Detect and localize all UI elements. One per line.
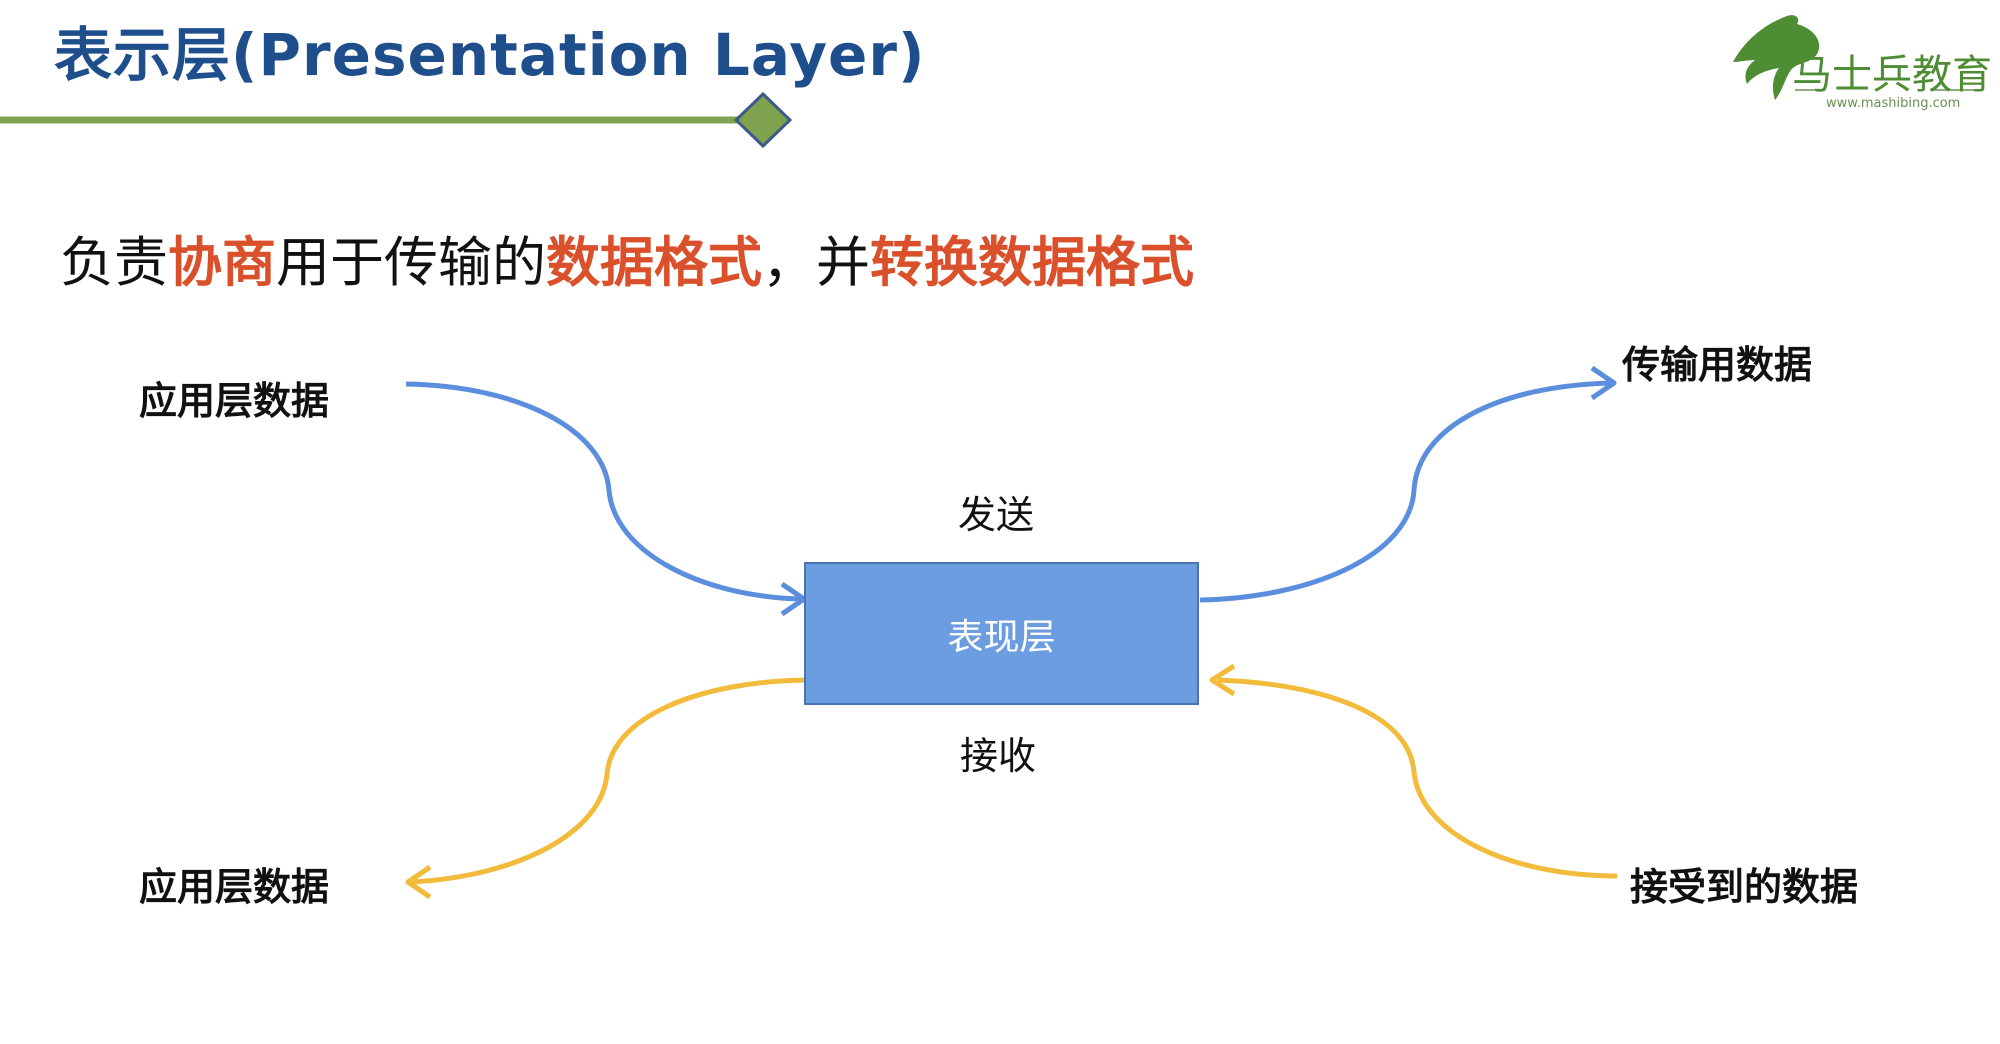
header-diamond [733, 91, 793, 149]
logo-url: www.mashibing.com [1826, 96, 1961, 111]
bottom-right-label: 接受到的数据 [1630, 865, 1859, 909]
send-arrow-out-head [1590, 365, 1617, 401]
receive-label: 接收 [960, 734, 1037, 778]
send-arrow-out [1199, 380, 1611, 603]
subtitle-text-2: 用于传输的 [276, 231, 546, 294]
subtitle-text-3: ，并 [762, 231, 870, 294]
page-title: 表示层(Presentation Layer) [54, 21, 926, 89]
subtitle: 负责协商用于传输的数据格式，并转换数据格式 [60, 218, 1194, 297]
top-right-label: 传输用数据 [1622, 343, 1813, 387]
send-arrow-in [405, 381, 801, 602]
subtitle-highlight-2: 数据格式 [546, 231, 762, 294]
logo-name: 马士兵教育 [1792, 52, 1992, 98]
subtitle-highlight-1: 协商 [168, 231, 276, 294]
subtitle-highlight-3: 转换数据格式 [870, 231, 1194, 294]
receive-arrow-in-head [1209, 663, 1236, 697]
top-left-label: 应用层数据 [139, 379, 330, 423]
receive-arrow-out-head [405, 864, 432, 900]
receive-arrow-in [1217, 677, 1618, 879]
presentation-layer-label: 表现层 [947, 616, 1056, 658]
subtitle-text-1: 负责 [60, 231, 168, 294]
send-label: 发送 [958, 493, 1035, 537]
receive-arrow-out [411, 677, 805, 885]
presentation-layer-box: 表现层 [804, 562, 1199, 705]
horse-head-icon [1733, 15, 1983, 100]
bottom-left-label: 应用层数据 [139, 865, 330, 909]
